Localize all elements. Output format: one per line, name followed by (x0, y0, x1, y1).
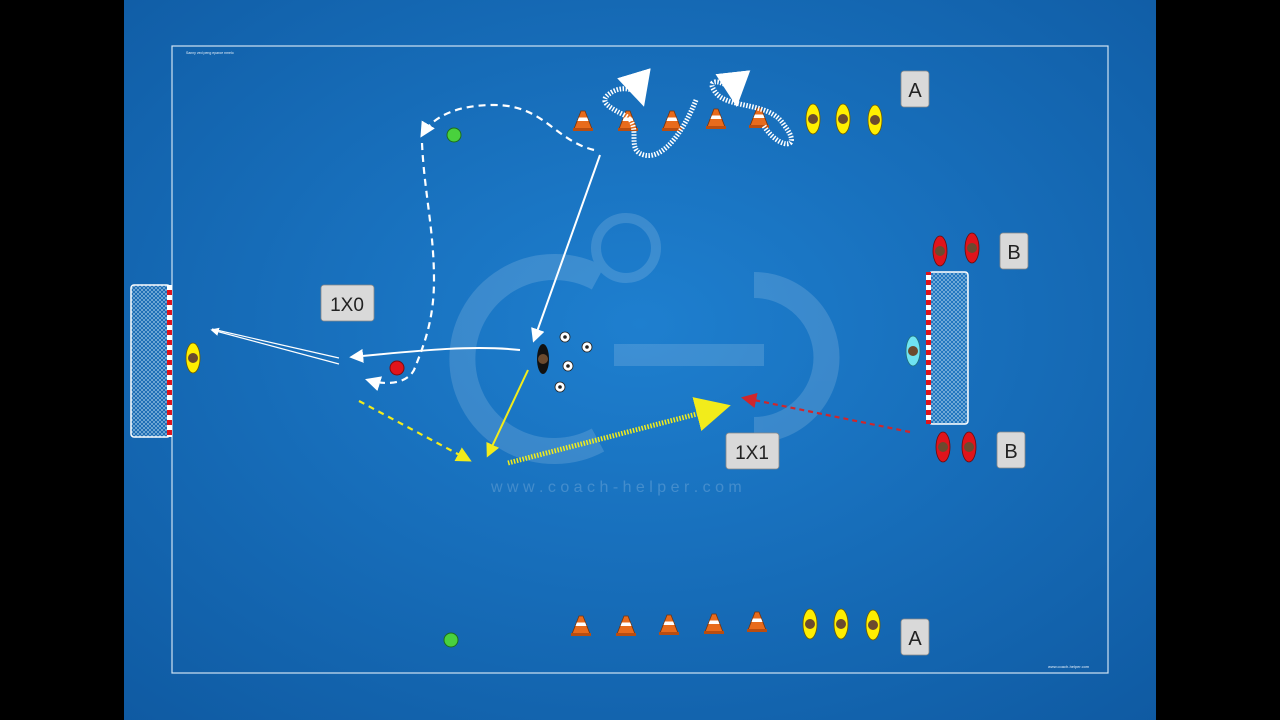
pass-arrow-center-left (349, 346, 521, 363)
yellow-dashed-run (358, 400, 472, 462)
player-topdown-icon (833, 608, 849, 640)
green-marker-top (446, 127, 462, 143)
field-footer-small: www.coach-helper.com (1048, 664, 1090, 669)
football-icon (581, 341, 593, 353)
green-marker-bottom (443, 632, 459, 648)
player-topdown-icon (865, 609, 881, 641)
player-topdown-icon (961, 431, 977, 463)
group-b-bottom-players (935, 431, 977, 463)
watermark-text: w w w . c o a c h - h e l p e r . c o m (490, 479, 742, 496)
group-b-top-players (932, 232, 980, 267)
player-topdown-icon (802, 608, 818, 640)
label-drill-1x0-text: 1X0 (330, 295, 364, 316)
coach-player (537, 344, 549, 374)
label-group-b-bottom: B (996, 431, 1026, 469)
red-dashed-run (740, 392, 911, 434)
watermark-logo (449, 213, 840, 464)
player-topdown-icon (935, 431, 951, 463)
label-group-a-top: A (900, 70, 930, 108)
drill-board: Sanny ved peng eparoe nmelo www.coach-he… (124, 0, 1156, 720)
run-dashed-top-loop (420, 103, 595, 152)
football-icon (562, 360, 574, 372)
field-title-small: Sanny ved peng eparoe nmelo (186, 51, 234, 55)
football-icon (559, 331, 571, 343)
player-topdown-icon (964, 232, 980, 264)
label-drill-1x1-text: 1X1 (735, 443, 769, 464)
dribble-path-top-2 (602, 68, 699, 158)
label-group-a-top-text: A (908, 80, 922, 102)
keeper-right (905, 335, 921, 367)
yellow-dribble-zigzag (507, 397, 731, 466)
player-topdown-icon (932, 235, 948, 267)
label-drill-1x0: 1X0 (320, 284, 375, 322)
group-a-bottom-players (802, 608, 881, 641)
label-group-b-bottom-text: B (1004, 441, 1017, 463)
group-a-top-players (805, 103, 883, 136)
label-group-a-bottom: A (900, 618, 930, 656)
label-group-a-bottom-text: A (908, 628, 922, 650)
player-topdown-icon (835, 103, 851, 135)
football-icon (554, 381, 566, 393)
label-drill-1x1: 1X1 (725, 432, 780, 470)
left-goal (130, 284, 172, 438)
player-topdown-icon (867, 104, 883, 136)
yellow-pass-arrow (486, 369, 529, 458)
pass-arrow-top-to-center (531, 154, 601, 343)
label-group-b-top-text: B (1007, 242, 1020, 264)
label-group-b-top: B (999, 232, 1029, 270)
player-topdown-icon (805, 103, 821, 135)
dribble-path-top (709, 70, 794, 147)
right-goal (926, 271, 969, 425)
field-background (124, 0, 1156, 720)
shot-arrow-left-goal (210, 327, 340, 365)
keeper-left (185, 342, 201, 374)
run-dashed-down (365, 142, 436, 392)
red-marker (389, 360, 405, 376)
